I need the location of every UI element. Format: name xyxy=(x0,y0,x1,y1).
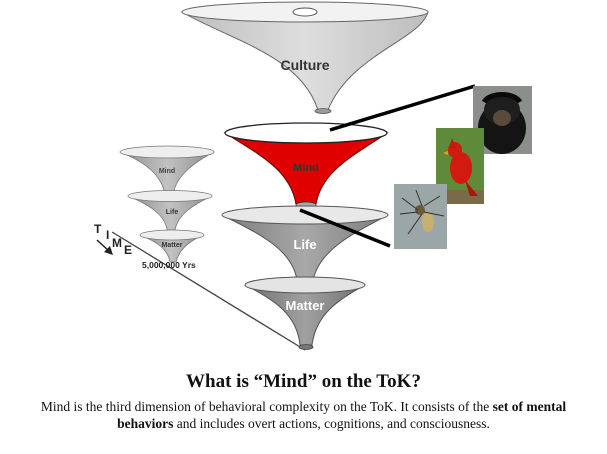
matter-funnel xyxy=(244,276,366,350)
small-mind-label: Mind xyxy=(159,168,175,175)
time-letter-m: M xyxy=(112,236,122,250)
life-label: Life xyxy=(293,237,316,252)
caption-body: Mind is the third dimension of behaviora… xyxy=(30,398,577,432)
small-matter-funnel xyxy=(139,229,205,263)
mind-label: Mind xyxy=(293,162,319,174)
culture-funnel xyxy=(180,1,429,114)
caption-body-bold: set of mental behaviors xyxy=(117,399,567,431)
small-life-funnel xyxy=(127,190,213,231)
caption-title: What is “Mind” on the ToK? xyxy=(186,371,421,392)
time-letter-t: T xyxy=(94,222,102,236)
time-letter-i: I xyxy=(106,228,109,242)
connector-line-chimp xyxy=(329,84,476,132)
time-span-label: 5,000,000 Yrs xyxy=(142,260,196,270)
time-letter-e: E xyxy=(124,243,132,257)
matter-label: Matter xyxy=(285,298,324,313)
spider-photo xyxy=(394,184,447,249)
small-matter-label: Matter xyxy=(161,242,182,249)
caption-body-intro: Mind is the third dimension of behaviora… xyxy=(40,399,493,414)
small-life-label: Life xyxy=(166,209,179,216)
tok-diagram: Culture Mind Life Matter Mind Life Matte… xyxy=(94,1,532,351)
time-arrow-icon xyxy=(96,239,113,255)
connector-line-spider xyxy=(299,208,391,248)
caption-body-rest: and includes overt actions, cognitions, … xyxy=(173,416,490,431)
time-axis-line xyxy=(111,231,306,351)
mind-funnel xyxy=(223,122,389,209)
culture-label: Culture xyxy=(281,57,330,73)
